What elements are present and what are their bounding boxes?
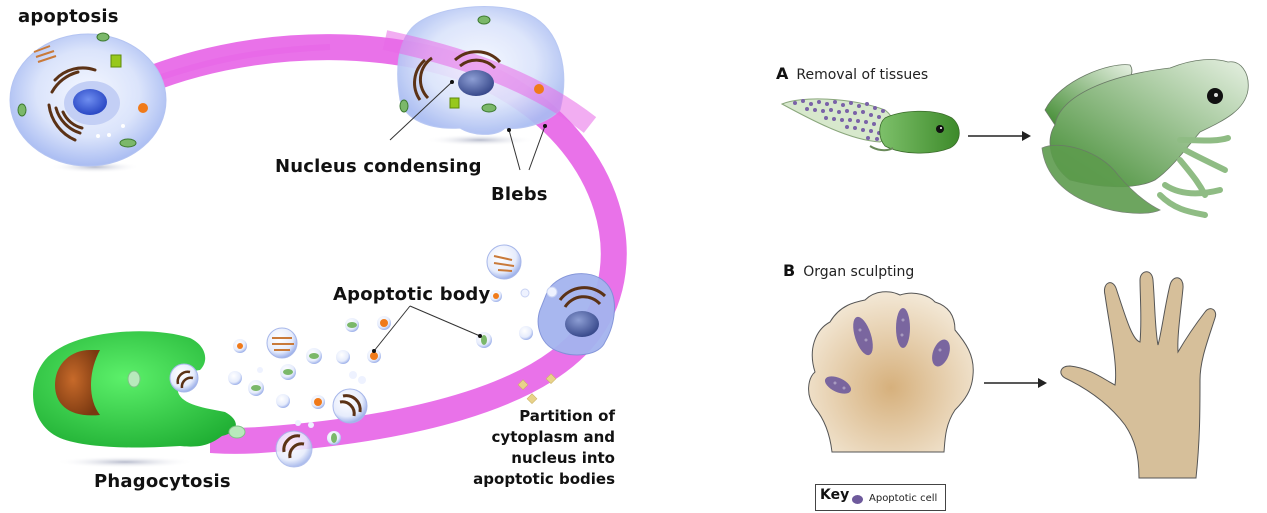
panel-a-letter: A <box>776 64 789 83</box>
key-legend: Key Apoptotic cell <box>815 484 946 511</box>
adult-hand <box>1060 271 1217 479</box>
key-item-label: Apoptotic cell <box>869 493 938 504</box>
panel-b-heading: B Organ sculpting <box>783 261 914 280</box>
arrow-b <box>984 378 1047 388</box>
partition-line-3: nucleus into <box>511 449 615 467</box>
fragmenting-cell <box>537 273 615 356</box>
apoptosis-title: apoptosis <box>18 6 119 27</box>
panel-b-letter: B <box>783 261 796 280</box>
condensed-nucleus-icon <box>458 70 494 96</box>
embryo-hand <box>808 291 974 453</box>
phagocyte <box>33 331 246 468</box>
nucleus-icon <box>73 89 107 115</box>
nucleus-condensing-label: Nucleus condensing <box>275 156 482 177</box>
partition-line-2: cytoplasm and <box>491 428 615 446</box>
phagocytosis-label: Phagocytosis <box>94 471 231 492</box>
condensing-cell <box>382 6 597 171</box>
normal-cell <box>9 32 167 173</box>
apoptotic-cell-clusters <box>824 308 950 394</box>
apoptotic-body-label: Apoptotic body <box>333 284 491 305</box>
key-title: Key <box>820 487 850 503</box>
phagocyte-nucleus-icon <box>55 350 100 416</box>
arrow-a <box>968 131 1031 141</box>
blebs-label: Blebs <box>491 184 548 205</box>
apoptotic-bodies <box>228 244 558 468</box>
panel-a-title: Removal of tissues <box>796 67 929 83</box>
partition-label: Partition of cytoplasm and nucleus into … <box>470 406 615 490</box>
frog <box>1041 59 1249 218</box>
panel-b-title: Organ sculpting <box>803 264 915 280</box>
tadpole <box>780 98 960 154</box>
partition-line-1: Partition of <box>519 407 615 425</box>
panel-a-heading: A Removal of tissues <box>776 64 928 83</box>
partition-line-4: apoptotic bodies <box>473 470 615 488</box>
apoptotic-cell-icon <box>852 495 863 504</box>
